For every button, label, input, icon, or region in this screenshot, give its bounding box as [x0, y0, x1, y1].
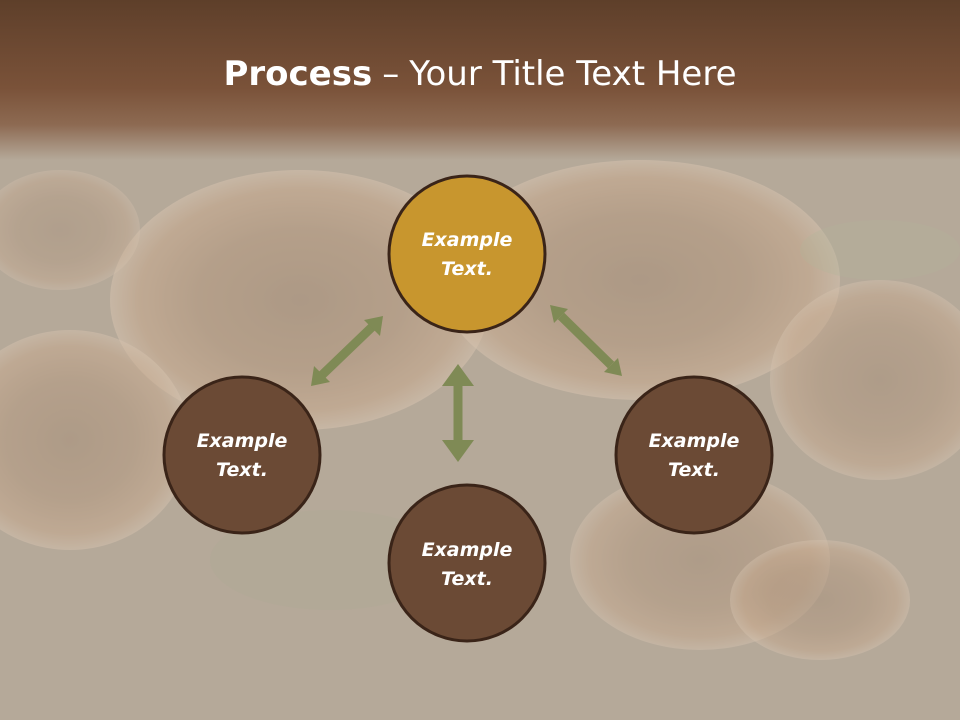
slide-title[interactable]: Process–Your Title Text Here [0, 52, 960, 96]
title-separator: – [382, 54, 400, 94]
title-rest: Your Title Text Here [409, 54, 737, 94]
process-node-bottom[interactable]: Example Text. [387, 483, 547, 643]
process-node-top[interactable]: Example Text. [387, 174, 547, 334]
arrow-vertical [442, 364, 474, 462]
node-right-line1: Example [649, 430, 740, 452]
node-top-line2: Text. [441, 258, 493, 280]
title-bold-part: Process [223, 54, 373, 94]
node-top-line1: Example [422, 229, 513, 251]
process-node-right[interactable]: Example Text. [614, 375, 774, 535]
node-left-line1: Example [197, 430, 288, 452]
arrow-top-right [550, 305, 622, 376]
node-left-line2: Text. [216, 459, 268, 481]
node-bottom-line2: Text. [441, 568, 493, 590]
title-bar [0, 0, 960, 160]
connector-arrows [311, 305, 622, 462]
node-bottom-line1: Example [422, 539, 513, 561]
node-right-line2: Text. [668, 459, 720, 481]
process-node-left[interactable]: Example Text. [162, 375, 322, 535]
arrow-top-left [311, 316, 383, 386]
